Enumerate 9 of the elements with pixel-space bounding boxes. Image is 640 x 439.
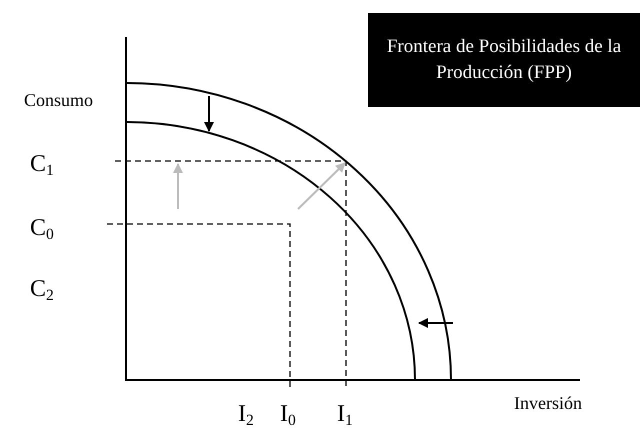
axis-value-label: C$_{1}$ [30,150,54,180]
axis-value-label: C$_{0}$ [30,214,54,244]
axis-label: Consumo [24,91,94,111]
axis-label: Inversión [514,394,582,414]
axis-value-label: I$_{1}$ [337,400,353,430]
axis-value-label: I$_{2}$ [238,400,254,430]
title: Frontera de Posibilidades de la Producción (FPP) [368,13,640,107]
axis-value-label: I$_{0}$ [280,400,296,430]
axis-value-label: C$_{2}$ [30,276,54,304]
